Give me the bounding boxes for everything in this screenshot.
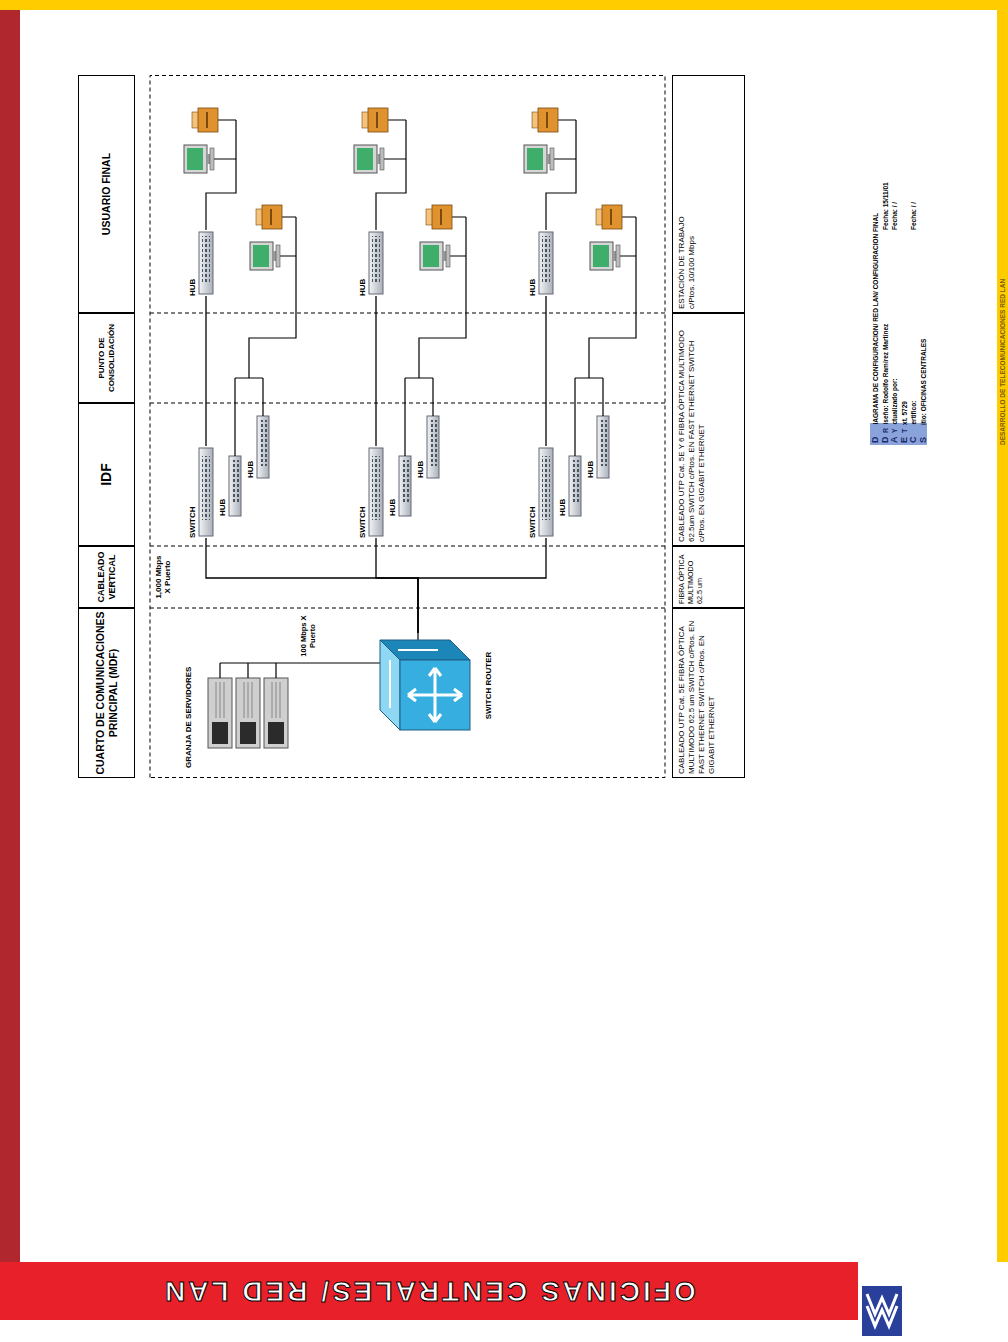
idf-switch: SWITCH	[358, 446, 384, 538]
connector-layer	[78, 75, 745, 778]
drawing-part	[264, 678, 288, 748]
idf-hub: HUB	[388, 456, 412, 516]
drawing-part	[524, 108, 636, 536]
cabling-note: ESTACIÓN DE TRABAJO c/Ptos. 10/100 Mbps	[672, 75, 745, 313]
drawing-part	[184, 108, 296, 536]
watermark: DESARROLLO DE TELECOMUNICACIONES RED LAN	[998, 279, 1007, 445]
top-stripe	[0, 0, 1008, 10]
node-text: HUB	[358, 230, 367, 296]
group-label: GRANJA DE SERVIDORES	[184, 667, 193, 768]
node-text: HUB	[388, 456, 397, 516]
idf-hub: HUB	[586, 416, 610, 478]
node-text: HUB	[558, 456, 567, 516]
user-hub: HUB	[188, 230, 214, 296]
title-block-line: Diseño: Rodolfo Ramírez Martínez	[881, 324, 890, 443]
title-text: OFICINAS CENTRALES/ RED LAN	[162, 1275, 696, 1307]
node-text: IDF	[98, 463, 114, 486]
speed-label: 1,000 Mbps X Puerto	[154, 553, 172, 601]
node-text: CABLEADO UTP Cat. 5E FIBRA ÓPTICA MULTIM…	[677, 612, 717, 774]
drawing-part	[208, 678, 232, 748]
user-hub: HUB	[528, 230, 554, 296]
title-block-line: Actualizado por:	[890, 378, 899, 443]
title-block-line: Sitio: OFICINAS CENTRALES	[919, 339, 928, 443]
cabling-note: FIBRA ÓPTICA MULTIMODO 62.5 um	[672, 546, 745, 608]
network-link	[545, 296, 546, 446]
node-text: SWITCH ROUTER	[484, 652, 493, 720]
idf-hub: HUB	[218, 456, 242, 516]
watermark-strip: DESARROLLO DE TELECOMUNICACIONES RED LAN	[998, 115, 1008, 445]
strip-letter: Y	[890, 428, 899, 433]
node-text: HUB	[586, 416, 595, 478]
idf-hub: HUB	[246, 416, 270, 478]
node-text: HUB	[528, 230, 537, 296]
drawing-part	[408, 668, 462, 722]
speed-label: 100 Mbps X Puerto	[300, 615, 317, 657]
title-banner: OFICINAS CENTRALES/ RED LAN	[0, 1262, 858, 1320]
node-text: FIBRA ÓPTICA MULTIMODO 62.5 um	[677, 550, 704, 604]
title-block-line: Ext. 5729	[900, 401, 909, 443]
strip-letter: T	[900, 429, 909, 433]
logo	[862, 1286, 902, 1336]
cabling-note: CABLEADO UTP Cat. 5E Y 6 FIBRA ÓPTICA MU…	[672, 313, 745, 546]
side-stripe	[0, 10, 20, 1262]
column-header: USUARIO FINAL	[78, 75, 135, 313]
title-block: DIAGRAMA DE CONFIGURACION/ RED LAN/ CONF…	[870, 90, 930, 445]
drawing-part	[354, 108, 466, 536]
node-text: CABLEADO VERTICAL	[96, 549, 117, 605]
router-cube	[380, 640, 470, 730]
node-text: USUARIO FINAL	[100, 153, 112, 235]
column-header: CABLEADO VERTICAL	[78, 546, 135, 608]
node-text: HUB	[218, 456, 227, 516]
idf-switch: SWITCH	[188, 446, 214, 538]
column-header: PUNTO DE CONSOLIDACIÓN	[78, 313, 135, 403]
node-text: HUB	[416, 416, 425, 478]
idf-switch: SWITCH	[528, 446, 554, 538]
cabling-note: CABLEADO UTP Cat. 5E FIBRA ÓPTICA MULTIM…	[672, 608, 745, 778]
side-stripe	[997, 10, 1008, 1262]
logo-ground	[862, 1286, 902, 1336]
drawing-part	[236, 678, 260, 748]
node-text: HUB	[246, 416, 255, 478]
title-block-line: DIAGRAMA DE CONFIGURACION/ RED LAN/ CONF…	[871, 213, 880, 443]
user-hub: HUB	[358, 230, 384, 296]
network-link	[376, 538, 418, 633]
node-text: HUB	[188, 230, 197, 296]
date-field: Fecha: / /	[890, 202, 899, 230]
column-header: CUARTO DE COMUNICACIONES PRINCIPAL (MDF)	[78, 608, 135, 778]
network-link	[418, 538, 546, 633]
idf-hub: HUB	[416, 416, 440, 478]
drawing-part	[390, 650, 438, 708]
date-field: Fecha: / /	[909, 202, 918, 230]
node-text: CUARTO DE COMUNICACIONES PRINCIPAL (MDF)	[94, 611, 118, 775]
network-link	[206, 538, 418, 633]
drawing-part	[400, 660, 470, 730]
column-header: IDF	[78, 403, 135, 546]
title-block-line: Certifico:	[909, 401, 918, 443]
node-text: CABLEADO UTP Cat. 5E Y 6 FIBRA ÓPTICA MU…	[677, 317, 707, 542]
idf-hub: HUB	[558, 456, 582, 516]
network-link	[375, 296, 376, 446]
node-text: PUNTO DE CONSOLIDACIÓN	[97, 316, 115, 400]
node-text: SWITCH	[528, 446, 537, 538]
network-drawing	[78, 75, 745, 778]
dashed-region	[150, 76, 665, 778]
date-field: Fecha: 15/11/01	[881, 182, 890, 230]
logo-mark	[867, 1294, 897, 1326]
node-text: SWITCH	[358, 446, 367, 538]
node-text: ESTACIÓN DE TRABAJO c/Ptos. 10/100 Mbps	[677, 191, 697, 309]
network-link	[205, 296, 206, 446]
strip-letter: R	[881, 428, 890, 433]
switch-router: SWITCH ROUTER	[378, 633, 493, 738]
node-text: SWITCH	[188, 446, 197, 538]
diagram-area: CUARTO DE COMUNICACIONES PRINCIPAL (MDF)…	[78, 75, 745, 778]
